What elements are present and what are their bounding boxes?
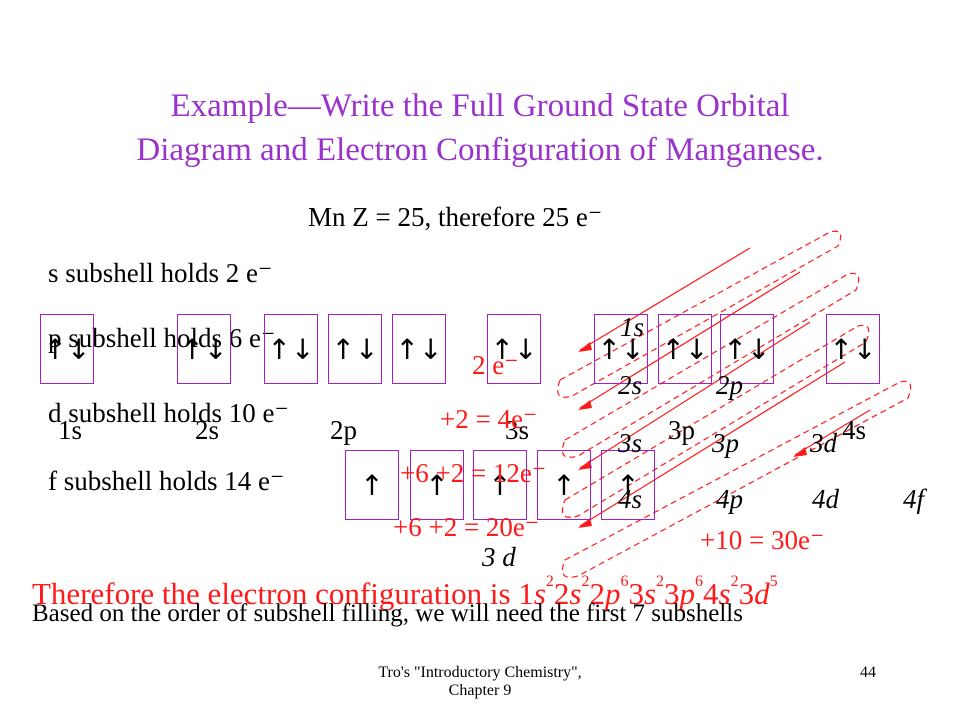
p-capacity: p subshell holds 6 e⁻ [48,323,276,353]
arrowhead-3 [578,460,592,470]
mn-statement: Mn Z = 25, therefore 25 e⁻ [308,202,603,232]
conclusion: Therefore the electron configuration is … [32,573,778,612]
orbital-box-2s: ↑↓ [177,314,231,384]
f-capacity: f subshell holds 14 e⁻ [48,466,285,496]
order-label-3s: 3s [618,428,643,458]
slide-title-line-2: Diagram and Electron Configuration of Ma… [136,132,824,168]
orbital-box-2p-2: ↑↓ [328,314,382,384]
subshell-note: Based on the order of subshell filling, … [32,600,743,627]
footer-credit: Tro's "Introductory Chemistry", Chapter … [330,664,630,700]
order-label-3p: 3p [712,428,739,458]
config-3s: 3s2 [628,573,665,611]
oval-1 [557,230,842,398]
orbital-box-4s: ↑↓ [826,314,880,384]
conclusion-prefix: Therefore the electron configuration is [32,576,519,611]
diag-3 [579,321,811,469]
diag-4 [579,361,846,527]
arrowhead-5 [793,447,807,457]
config-3p: 3p6 [664,573,704,611]
oval-2 [561,272,860,458]
orbital-box-3d-4: ↑ [537,450,591,520]
order-label-4s: 4s [618,484,643,514]
order-label-4d: 4d [812,484,839,514]
order-label-2s: 2s [618,370,643,400]
d-capacity: d subshell holds 10 e⁻ [48,398,289,428]
sum-3d: +10 = 30e⁻ [700,525,825,555]
diag-1 [579,247,751,351]
config-3d: 3d5 [738,573,778,611]
slide-title-line-1: Example—Write the Full Ground State Orbi… [170,88,790,124]
label-2s: 2s [195,415,220,445]
orbital-box-3d-2: ↑ [410,450,464,520]
orbital-box-3p-3: ↑↓ [720,314,774,384]
sum-4s: +6 +2 = 20e⁻ [393,512,540,542]
label-3p: 3p [668,415,695,445]
sum-3s: +6 +2 = 12e⁻ [400,458,547,488]
arrowhead-1 [578,342,592,352]
config-2s: 2s2 [553,573,590,611]
config-2p: 2p6 [589,573,629,611]
order-label-3d: 3d [810,428,837,458]
orbital-box-3p-2: ↑↓ [658,314,712,384]
label-3s: 3s [505,415,530,445]
label-2p: 2p [330,415,357,445]
orbital-box-3p-1: ↑↓ [594,314,648,384]
s-capacity: s subshell holds 2 e⁻ [48,258,273,288]
config-1s: 1s2 [518,573,554,611]
orbital-box-1s: ↑↓ [40,314,94,384]
page-number: 44 [860,664,876,681]
oval-3 [561,324,870,518]
sum-2s: +2 = 4e⁻ [440,404,538,434]
footer-line-2: Chapter 9 [448,682,512,699]
label-1s: 1s [58,415,83,445]
orbital-box-3d-1: ↑ [345,450,399,520]
order-label-1s: 1s [620,312,645,342]
order-label-2p: 2p [716,370,743,400]
orbital-box-2p-3: ↑↓ [392,314,446,384]
orbital-box-3d-3: ↑ [473,450,527,520]
order-label-4p: 4p [716,484,743,514]
orbital-box-3d-5: ↑ [601,450,655,520]
sum-1s: 2 e⁻ [472,350,519,380]
oval-4 [561,380,912,578]
order-label-4f: 4f [903,484,925,514]
diag-2 [579,271,801,409]
orbital-box-2p-1: ↑↓ [264,314,318,384]
diag-5 [794,409,871,456]
arrowhead-2 [578,400,592,410]
label-3d: 3 d [482,542,516,572]
arrowhead-4 [578,518,592,528]
config-4s: 4s2 [703,573,739,611]
orbital-box-3s: ↑↓ [487,314,541,384]
footer-line-1: Tro's "Introductory Chemistry", [378,664,582,681]
label-4s: 4s [842,415,867,445]
